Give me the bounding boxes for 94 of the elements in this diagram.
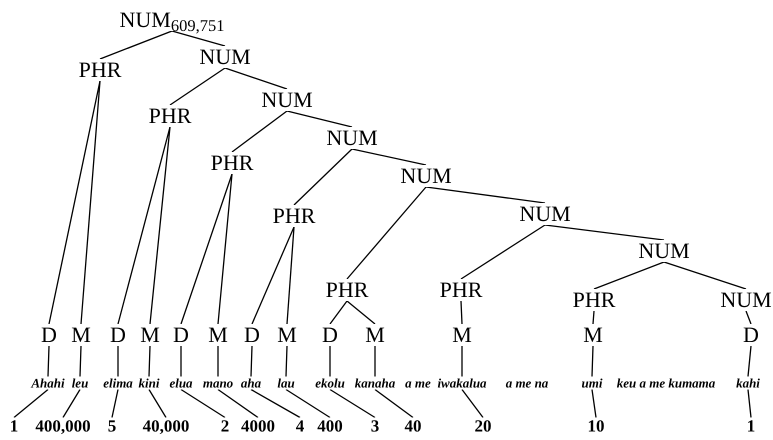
tree-line bbox=[374, 346, 376, 376]
word-label: ekolu bbox=[314, 376, 346, 390]
tree-line bbox=[250, 346, 253, 377]
category-label: PHR bbox=[324, 279, 370, 301]
tree-line bbox=[172, 30, 226, 47]
tree-line bbox=[251, 226, 295, 324]
word-label: a me bbox=[405, 376, 431, 390]
tree-line bbox=[346, 300, 376, 324]
category-label: PHR bbox=[148, 105, 192, 127]
word-label: keu a me kumama bbox=[616, 376, 716, 390]
word-label: leu bbox=[70, 376, 90, 390]
tree-line bbox=[286, 388, 330, 418]
number-label: 400,000 bbox=[34, 418, 92, 434]
tree-line bbox=[286, 110, 352, 128]
category-label: PHR bbox=[78, 59, 122, 81]
word-label: Ahahi bbox=[30, 376, 66, 390]
tree-line bbox=[148, 346, 151, 377]
tree-line bbox=[224, 67, 288, 90]
tree-line bbox=[117, 346, 119, 376]
tree-line bbox=[352, 148, 426, 166]
tree-line bbox=[294, 148, 352, 206]
word-label: kahi bbox=[735, 376, 761, 390]
tree-line bbox=[62, 389, 81, 418]
number-label: 2 bbox=[220, 418, 230, 434]
tree-line bbox=[591, 346, 594, 377]
tree-line bbox=[426, 186, 546, 204]
number-label: 10 bbox=[586, 418, 606, 434]
tree-line bbox=[217, 174, 233, 324]
tree-line bbox=[232, 110, 288, 153]
tree-line bbox=[47, 346, 50, 377]
number-label: 20 bbox=[474, 418, 492, 434]
number-label: 4 bbox=[294, 418, 306, 434]
tree-line bbox=[594, 261, 664, 290]
word-label: iwakalua bbox=[436, 376, 488, 390]
category-label: NUM bbox=[518, 203, 572, 225]
tree-line bbox=[180, 388, 226, 418]
tree-line bbox=[329, 346, 331, 376]
category-label: NUM bbox=[719, 289, 773, 311]
word-label: umi bbox=[580, 376, 604, 390]
tree-line bbox=[460, 300, 463, 324]
tree-line bbox=[374, 388, 414, 418]
word-label: kanaha bbox=[354, 376, 396, 390]
number-label: 1 bbox=[8, 418, 20, 434]
tree-line bbox=[217, 346, 219, 376]
category-label: PHR bbox=[272, 205, 316, 227]
tree-line bbox=[79, 346, 82, 377]
number-label: 3 bbox=[370, 418, 380, 434]
category-label: NUM bbox=[260, 89, 314, 111]
tree-line bbox=[664, 261, 746, 290]
tree-line bbox=[591, 389, 597, 418]
tree-line bbox=[747, 389, 752, 418]
category-label: NUM bbox=[198, 46, 252, 68]
category-label: NUM bbox=[325, 127, 379, 149]
tree-line bbox=[544, 224, 664, 241]
tree-line bbox=[285, 346, 288, 377]
category-label: NUM bbox=[399, 165, 453, 187]
tree-line bbox=[747, 346, 752, 377]
tree-line bbox=[111, 389, 119, 418]
number-label: 40 bbox=[404, 418, 422, 434]
tree-line bbox=[218, 388, 258, 418]
category-label: PHR bbox=[210, 152, 254, 174]
tree-line bbox=[286, 226, 295, 324]
word-label: elima bbox=[102, 376, 134, 390]
tree-line bbox=[745, 310, 752, 324]
category-label: D bbox=[742, 324, 760, 346]
tree-line bbox=[48, 80, 101, 324]
number-label: 40,000 bbox=[142, 418, 190, 434]
tree-line bbox=[592, 310, 595, 324]
tree-line bbox=[14, 389, 48, 418]
tree-line bbox=[148, 389, 167, 418]
tree-line bbox=[100, 30, 172, 60]
word-label: aha bbox=[240, 376, 262, 390]
tree-line bbox=[346, 186, 426, 280]
word-label: lau bbox=[276, 376, 296, 390]
tree-line bbox=[329, 300, 348, 324]
number-label: 4000 bbox=[240, 418, 276, 434]
tree-line bbox=[180, 346, 182, 376]
number-label: 5 bbox=[106, 418, 118, 434]
tree-line bbox=[330, 388, 376, 418]
word-label: kini bbox=[138, 376, 160, 390]
tree-line bbox=[170, 67, 226, 106]
tree-line bbox=[117, 126, 171, 324]
tree-line bbox=[461, 389, 484, 418]
tree-line bbox=[461, 346, 463, 376]
tree-line bbox=[80, 80, 101, 324]
word-label: elua bbox=[168, 376, 194, 390]
category-label: NUM bbox=[637, 240, 691, 262]
word-label: a me na bbox=[506, 376, 548, 390]
tree-line bbox=[149, 126, 171, 324]
tree-line bbox=[460, 224, 546, 280]
number-label: 1 bbox=[746, 418, 756, 434]
tree-line bbox=[180, 174, 233, 324]
tree-line bbox=[250, 388, 300, 418]
number-label: 400 bbox=[316, 418, 344, 434]
